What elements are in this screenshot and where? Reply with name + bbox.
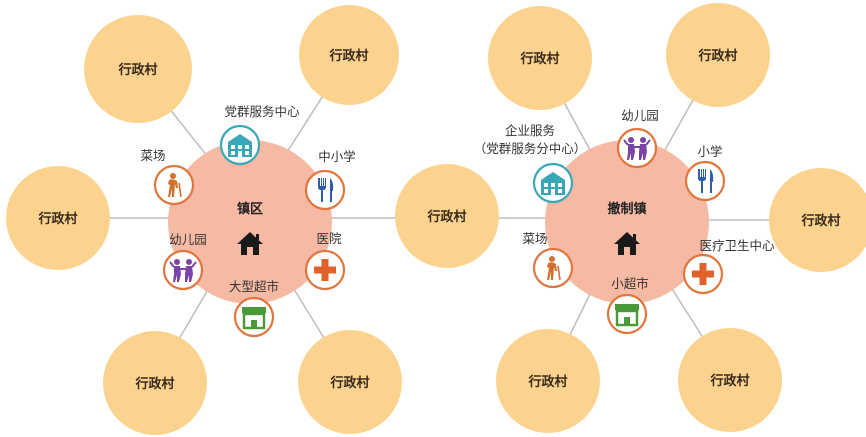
facility-badge bbox=[304, 169, 346, 211]
village-label: 行政村 bbox=[328, 48, 368, 64]
facility-large-supermarket: 大型超市 bbox=[229, 279, 279, 338]
facility-kindergarten: 幼儿园 bbox=[616, 108, 659, 169]
village-label: 行政村 bbox=[697, 48, 737, 64]
facility-medical-center: 医疗卫生中心 bbox=[682, 238, 775, 295]
village-label: 行政村 bbox=[519, 51, 559, 67]
facility-enterprise-service: 企业服务 （党群服务分中心） bbox=[474, 123, 587, 204]
facility-label: 小学 bbox=[697, 144, 722, 159]
facility-vegetable-market: 菜场 bbox=[522, 231, 574, 289]
facility-label: 医疗卫生中心 bbox=[699, 238, 775, 253]
facility-label: 党群服务中心 bbox=[224, 104, 300, 119]
village-circles: 行政村 行政村 行政村 行政村 行政村 行政村 行政村 行 bbox=[6, 3, 866, 435]
facility-label: 中小学 bbox=[318, 149, 356, 164]
facility-hospital: 医院 bbox=[304, 231, 346, 291]
village-circle bbox=[769, 168, 866, 272]
facility-badge bbox=[684, 160, 726, 202]
facility-primary-school: 小学 bbox=[684, 144, 726, 202]
village-label: 行政村 bbox=[134, 376, 174, 392]
facility-middle-primary-school: 中小学 bbox=[304, 149, 356, 211]
facility-label: 医院 bbox=[316, 231, 342, 246]
hub-circle bbox=[545, 140, 709, 304]
village-node: 行政村 bbox=[666, 3, 770, 107]
left-hub: 镇区 党群服务中心 中小学 医院 大型超市 幼儿园 bbox=[140, 104, 356, 338]
village-label: 行政村 bbox=[37, 211, 77, 227]
village-node: 行政村 bbox=[84, 15, 192, 123]
facility-small-supermarket: 小超市 bbox=[606, 276, 649, 335]
hub-label: 撤制镇 bbox=[607, 201, 646, 217]
facility-label: 幼儿园 bbox=[169, 232, 207, 247]
facility-badge bbox=[606, 293, 648, 335]
village-node: 行政村 bbox=[769, 168, 866, 272]
village-circle bbox=[84, 15, 192, 123]
facility-kindergarten: 幼儿园 bbox=[162, 232, 207, 291]
facility-label: 大型超市 bbox=[229, 279, 279, 294]
facility-label: 菜场 bbox=[140, 148, 165, 163]
village-circle bbox=[6, 166, 110, 270]
village-circle bbox=[298, 330, 402, 434]
hub-label: 镇区 bbox=[237, 201, 263, 217]
village-circle bbox=[488, 6, 592, 110]
village-label: 行政村 bbox=[527, 374, 567, 390]
village-circle bbox=[666, 3, 770, 107]
facility-label: 幼儿园 bbox=[621, 108, 659, 123]
facility-vegetable-market: 菜场 bbox=[140, 148, 195, 206]
right-hub: 撤制镇 企业服务 （党群服务分中心） 幼儿园 小学 医疗卫生中心 bbox=[474, 108, 775, 335]
facility-label: 菜场 bbox=[522, 231, 547, 246]
village-circle bbox=[678, 328, 782, 432]
village-label: 行政村 bbox=[800, 213, 840, 229]
village-label: 行政村 bbox=[329, 375, 369, 391]
village-node: 行政村 bbox=[488, 6, 592, 110]
village-circle bbox=[299, 5, 399, 105]
facility-badge bbox=[233, 296, 275, 338]
village-circle bbox=[496, 329, 600, 433]
village-node-shared: 行政村 bbox=[395, 164, 499, 268]
village-label: 行政村 bbox=[426, 209, 466, 225]
village-circle bbox=[103, 331, 207, 435]
facility-label-line2: （党群服务分中心） bbox=[474, 141, 587, 156]
village-circle bbox=[395, 164, 499, 268]
village-label: 行政村 bbox=[117, 62, 157, 78]
village-node: 行政村 bbox=[496, 329, 600, 433]
village-node: 行政村 bbox=[103, 331, 207, 435]
village-node: 行政村 bbox=[6, 166, 110, 270]
facility-label: 小超市 bbox=[611, 276, 649, 291]
facility-party-service-center: 党群服务中心 bbox=[219, 104, 300, 166]
hub-circle bbox=[168, 140, 332, 304]
village-node: 行政村 bbox=[298, 330, 402, 434]
village-node: 行政村 bbox=[299, 5, 399, 105]
facility-label-line1: 企业服务 bbox=[505, 123, 555, 138]
village-node: 行政村 bbox=[678, 328, 782, 432]
village-label: 行政村 bbox=[709, 373, 749, 389]
